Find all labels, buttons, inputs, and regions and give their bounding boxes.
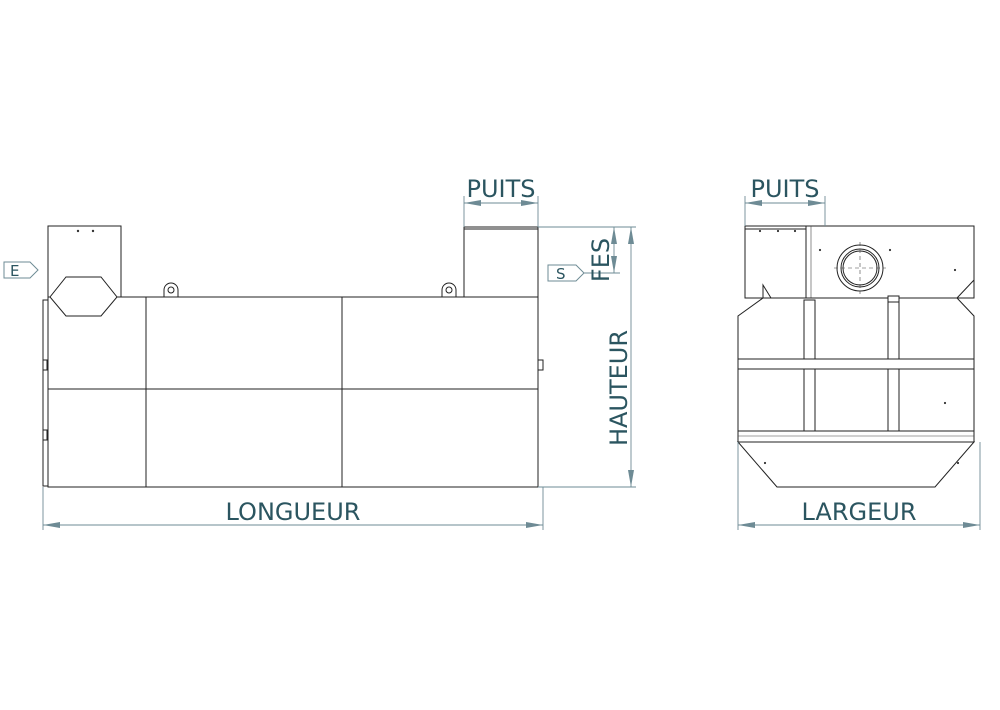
fes-label: FES [587,238,615,282]
longueur-label: LONGUEUR [226,498,361,526]
dimension-puits-side: PUITS [744,175,826,226]
puits-side-label: PUITS [750,175,819,203]
dimension-fes: FES [538,226,636,282]
side-view [736,225,976,488]
lifting-lug-1 [161,282,181,298]
side-lower-hopper [736,441,976,488]
outlet-tag: S [547,264,585,283]
left-end-bracket-1 [42,359,48,371]
dimension-largeur: LARGEUR [737,442,981,530]
outlet-chimney [463,226,539,297]
right-end-bracket [537,359,544,371]
tank-body [47,296,539,488]
inlet-label: E [10,262,19,280]
puits-front-label: PUITS [466,175,535,203]
inlet-tag: E [3,261,39,280]
left-end-bracket-2 [42,429,48,441]
dimension-longueur: LONGUEUR [42,487,544,530]
dimension-puits-front: PUITS [463,175,539,227]
largeur-label: LARGEUR [801,498,916,526]
lifting-lug-2 [439,282,459,298]
left-end-plate [42,299,49,487]
side-band-upper [737,358,975,370]
dimension-hauteur: HAUTEUR [538,227,636,488]
side-round-outlet [834,242,886,294]
front-view: E S [3,225,585,488]
inlet-pipe-octagon [49,276,118,317]
outlet-label: S [556,265,566,283]
inlet-chimney [47,225,122,297]
side-band-lower [737,430,975,443]
hauteur-label: HAUTEUR [605,330,633,446]
